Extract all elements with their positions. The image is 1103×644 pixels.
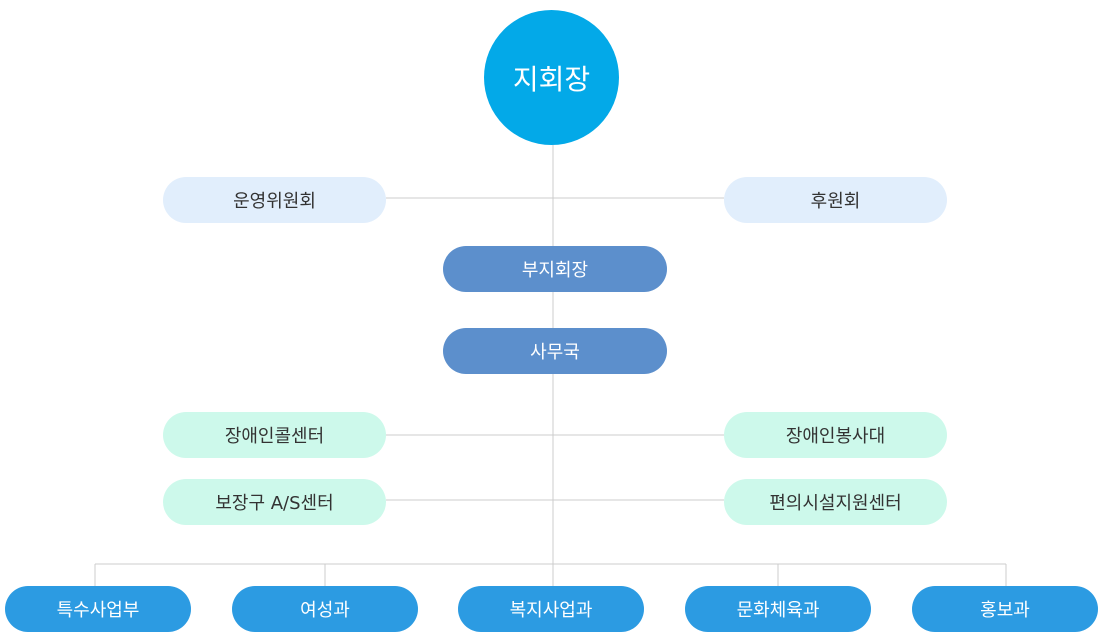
node-support-association-label: 후원회 (810, 191, 861, 212)
node-department-3: 복지사업과 (458, 586, 644, 632)
node-vice-president: 부지회장 (443, 246, 667, 292)
node-assistive-device-center-label: 보장구 A/S센터 (215, 493, 334, 514)
node-department-5: 홍보과 (912, 586, 1098, 632)
node-assistive-device-center: 보장구 A/S센터 (163, 479, 386, 525)
node-facility-support-center: 편의시설지원센터 (724, 479, 947, 525)
node-department-3-label: 복지사업과 (509, 600, 593, 621)
node-department-4: 문화체육과 (685, 586, 871, 632)
node-vice-president-label: 부지회장 (521, 260, 589, 281)
node-facility-support-center-label: 편의시설지원센터 (769, 493, 902, 514)
node-secretariat: 사무국 (443, 328, 667, 374)
node-secretariat-label: 사무국 (530, 342, 580, 363)
node-president: 지회장 (484, 10, 619, 145)
node-department-2: 여성과 (232, 586, 418, 632)
node-support-association: 후원회 (724, 177, 947, 223)
node-steering-committee: 운영위원회 (163, 177, 386, 223)
node-volunteer-corps: 장애인봉사대 (724, 412, 947, 458)
node-call-center: 장애인콜센터 (163, 412, 386, 458)
node-department-1: 특수사업부 (5, 586, 191, 632)
node-department-5-label: 홍보과 (980, 600, 1030, 621)
node-department-1-label: 특수사업부 (56, 600, 140, 621)
node-department-4-label: 문화체육과 (736, 600, 820, 621)
node-steering-committee-label: 운영위원회 (233, 191, 316, 212)
node-department-2-label: 여성과 (300, 600, 350, 621)
node-volunteer-corps-label: 장애인봉사대 (785, 426, 886, 447)
node-call-center-label: 장애인콜센터 (224, 426, 325, 447)
node-president-label: 지회장 (512, 62, 591, 96)
